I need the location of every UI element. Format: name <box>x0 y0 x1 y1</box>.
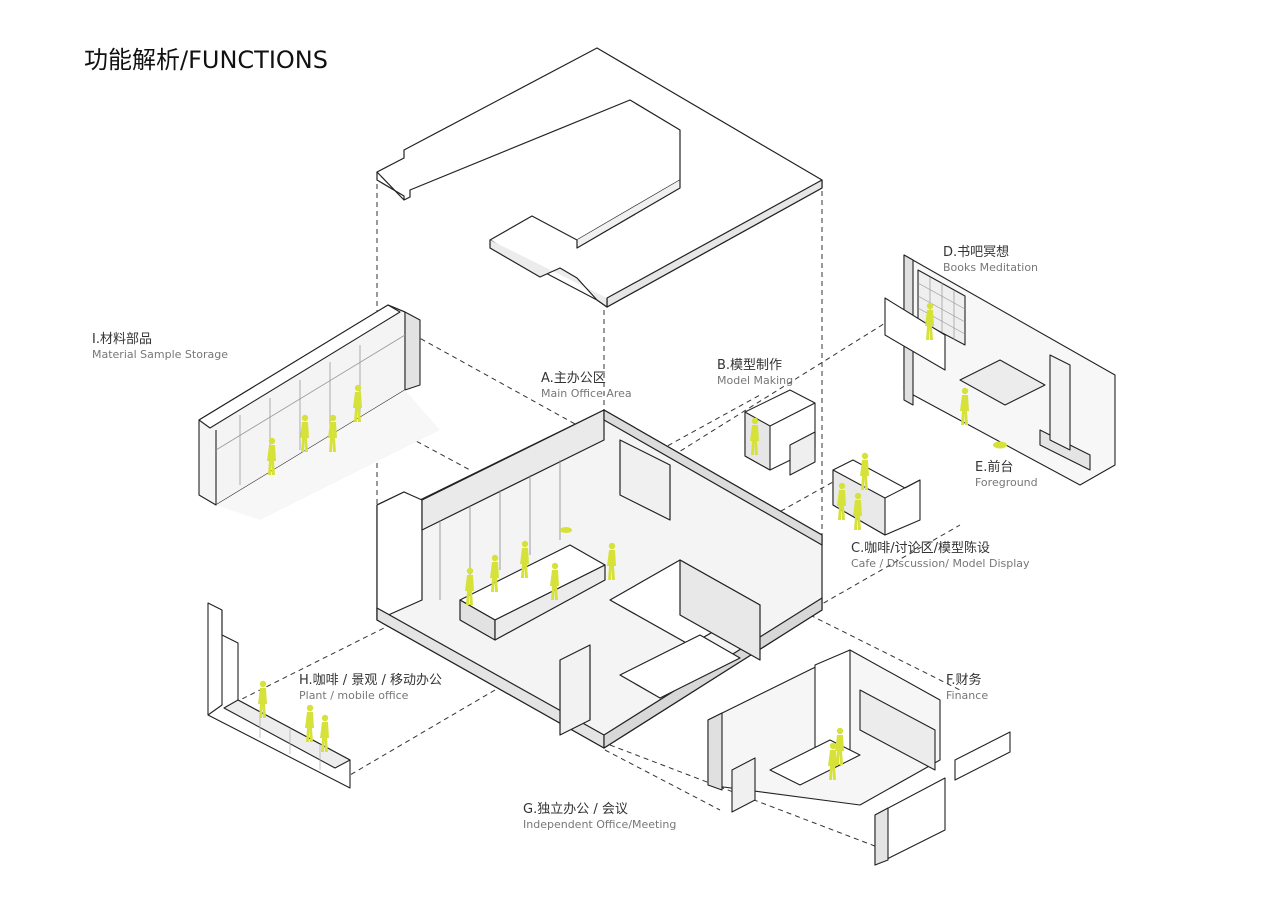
zone-d-books <box>884 254 1116 486</box>
zone-a-main-office <box>376 409 823 749</box>
zone-h-cn: H.咖啡 / 景观 / 移动办公 <box>299 673 442 688</box>
zone-d-en: Books Meditation <box>943 260 1039 274</box>
zone-h-en: Plant / mobile office <box>299 688 409 702</box>
zone-c-cafe <box>832 459 921 536</box>
zone-b-en: Model Making <box>717 373 794 387</box>
label-zone-g: G.独立办公 / 会议 Independent Office/Meeting <box>523 802 676 831</box>
zone-f-cn: F.财务 <box>946 673 982 688</box>
label-zone-e: E.前台 Foreground <box>975 460 1038 489</box>
label-zone-f: F.财务 Finance <box>946 673 988 702</box>
zone-c-en: Cafe / Discussion/ Model Display <box>851 556 1030 570</box>
zone-d-cn: D.书吧冥想 <box>943 245 1010 260</box>
label-zone-h: H.咖啡 / 景观 / 移动办公 Plant / mobile office <box>299 673 442 702</box>
zone-g-en: Independent Office/Meeting <box>523 817 677 831</box>
zone-a-en: Main Office Area <box>541 386 632 400</box>
roof-slab <box>376 47 823 308</box>
page-title: 功能解析/FUNCTIONS <box>84 46 328 74</box>
zone-h-plant <box>207 602 351 789</box>
zone-e-en: Foreground <box>975 475 1038 489</box>
zone-g-cn: G.独立办公 / 会议 <box>523 802 628 817</box>
label-zone-b: B.模型制作 Model Making <box>717 358 793 387</box>
label-zone-c: C.咖啡/讨论区/模型陈设 Cafe / Discussion/ Model D… <box>851 541 1030 570</box>
people-figures <box>258 302 1007 780</box>
label-zone-a: A.主办公区 Main Office Area <box>541 371 632 400</box>
label-zone-d: D.书吧冥想 Books Meditation <box>943 245 1038 274</box>
zone-b-cn: B.模型制作 <box>717 358 783 373</box>
zone-e-cn: E.前台 <box>975 460 1014 475</box>
zone-a-cn: A.主办公区 <box>541 371 606 386</box>
zone-i-storage <box>198 304 440 520</box>
zone-i-cn: I.材料部品 <box>92 332 152 347</box>
zone-g-f-offices <box>707 649 1011 866</box>
zone-f-en: Finance <box>946 688 989 702</box>
zone-i-en: Material Sample Storage <box>92 347 228 361</box>
zone-c-cn: C.咖啡/讨论区/模型陈设 <box>851 541 990 556</box>
label-zone-i: I.材料部品 Material Sample Storage <box>92 332 228 361</box>
